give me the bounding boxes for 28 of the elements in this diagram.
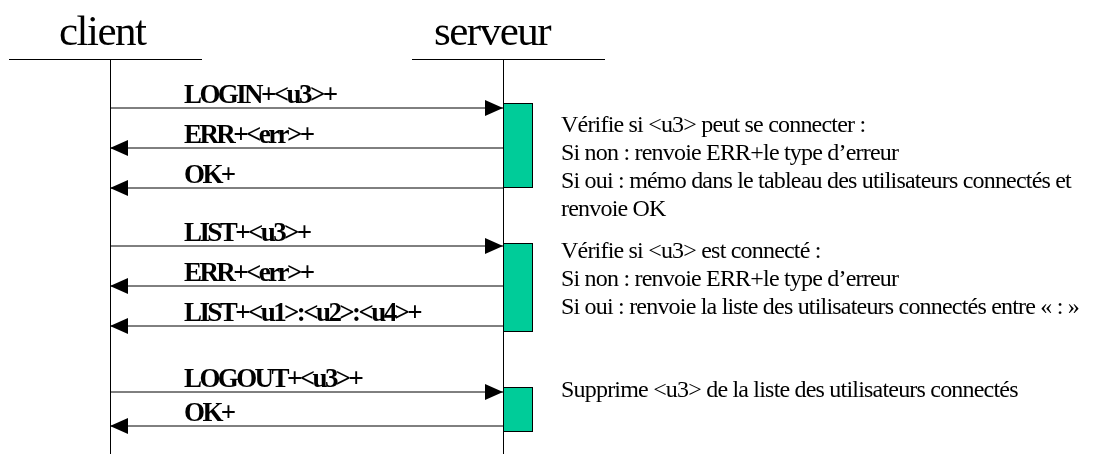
message-arrow bbox=[109, 418, 504, 434]
participant-name: client bbox=[59, 8, 146, 54]
note-text: Si non : renvoie ERR+le type d’erreur bbox=[561, 138, 900, 166]
message-label: LIST+<u3>+ bbox=[184, 219, 310, 246]
message-arrow bbox=[109, 278, 504, 294]
note-text: Vérifie si <u3> est connecté : bbox=[561, 236, 822, 264]
activation-bar bbox=[503, 243, 533, 332]
message-arrow bbox=[109, 180, 504, 196]
message-label: LIST+<u1>:<u2>:<u4>+ bbox=[184, 299, 421, 326]
message-label: LOGOUT+<u3>+ bbox=[184, 365, 362, 392]
activation-bar bbox=[503, 103, 533, 188]
participant-name: serveur bbox=[434, 8, 551, 54]
note-text: Si oui : renvoie la liste des utilisateurs connectés entre « : » bbox=[561, 292, 1080, 320]
message-label: ERR+<err>+ bbox=[184, 121, 313, 148]
note-text: Supprime <u3> de la liste des utilisateurs connectés bbox=[561, 375, 1019, 403]
activation-bar bbox=[503, 387, 533, 432]
message-arrow bbox=[109, 238, 504, 254]
note-text: Si non : renvoie ERR+le type d’erreur bbox=[561, 264, 900, 292]
message-arrow bbox=[109, 140, 504, 156]
message-label: LOGIN+<u3>+ bbox=[184, 81, 336, 108]
message-label: OK+ bbox=[184, 399, 234, 426]
note-text: Vérifie si <u3> peut se connecter : bbox=[561, 110, 867, 138]
note-text: Si oui : mémo dans le tableau des utilisateurs connectés et renvoie OK bbox=[561, 166, 1073, 222]
message-arrow bbox=[109, 100, 504, 116]
message-arrow bbox=[109, 318, 504, 334]
message-label: OK+ bbox=[184, 161, 234, 188]
message-label: ERR+<err>+ bbox=[184, 259, 313, 286]
message-arrow bbox=[109, 384, 504, 400]
